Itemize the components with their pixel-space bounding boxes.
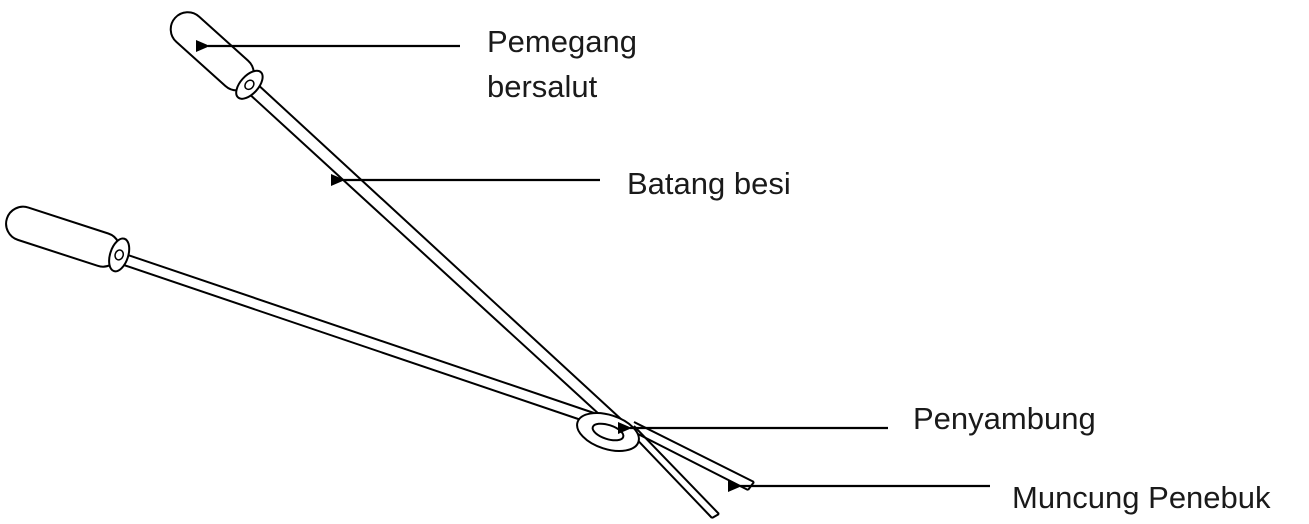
handle-label: Pemegang bersalut	[487, 20, 637, 110]
upper-handle	[169, 11, 264, 100]
punch-tips	[625, 421, 755, 519]
lower-handle	[5, 205, 131, 273]
connector-ring	[576, 412, 640, 452]
tip-label: Muncung Penebuk	[1012, 480, 1271, 515]
leader-arrows	[196, 40, 990, 492]
connector-label: Penyambung	[913, 401, 1096, 436]
handle-label-line-2: bersalut	[487, 68, 598, 104]
upper-rod	[245, 81, 623, 427]
handle-label-line-1: Pemegang	[487, 24, 637, 59]
lower-rod	[111, 250, 595, 424]
rod-label: Batang besi	[627, 166, 791, 201]
